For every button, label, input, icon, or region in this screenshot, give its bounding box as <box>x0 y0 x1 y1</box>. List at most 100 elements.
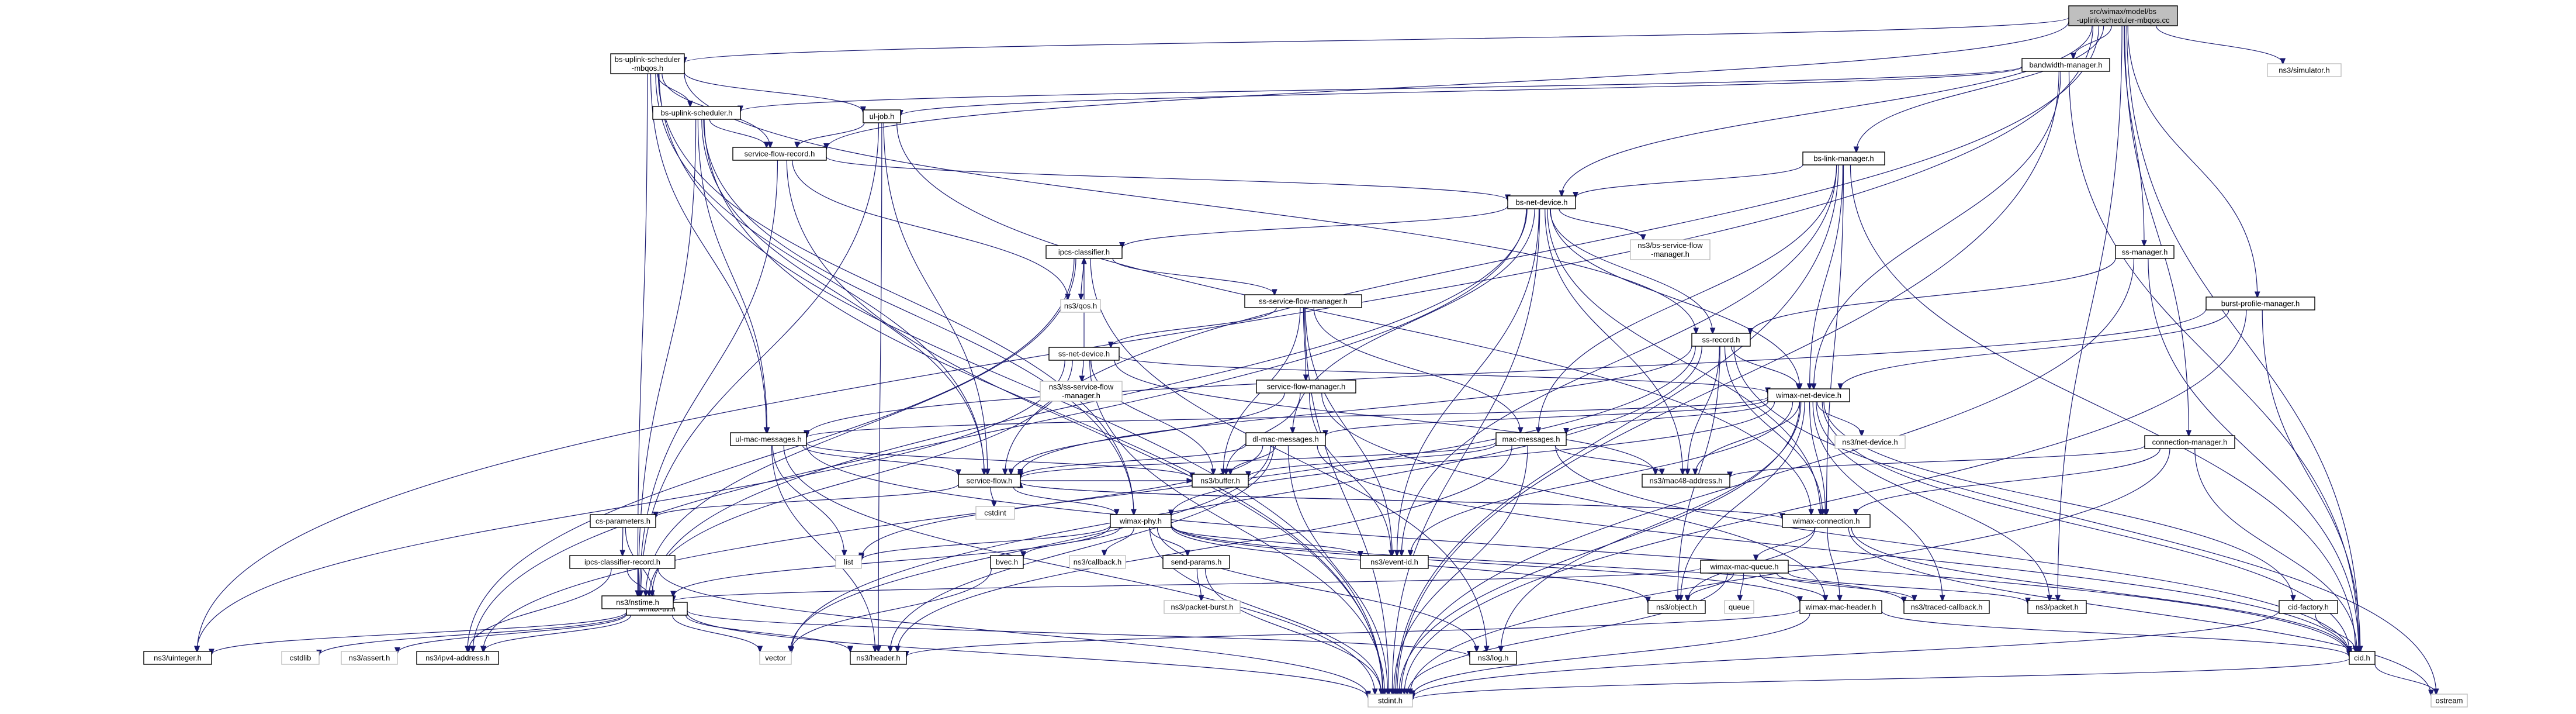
node-box <box>2430 694 2468 708</box>
node-label: ss-net-device.h <box>1058 350 1110 358</box>
node-nsipv4[interactable]: ns3/ipv4-address.h <box>416 651 499 665</box>
include-edge-ulmm-to-nshdr <box>771 445 875 651</box>
node-sendp[interactable]: send-params.h <box>1162 555 1230 569</box>
include-edge-wmq-to-nsobj <box>1688 572 1734 601</box>
node-ipcs[interactable]: ipcs-classifier.h <box>1045 245 1123 259</box>
node-nsuint[interactable]: ns3/uinteger.h <box>143 651 212 665</box>
node-nshdr[interactable]: ns3/header.h <box>850 651 907 665</box>
include-edge-dlmm-to-stdint <box>1287 445 1387 694</box>
node-box <box>1069 555 1126 569</box>
node-ulmm[interactable]: ul-mac-messages.h <box>730 432 807 446</box>
node-uljob[interactable]: ul-job.h <box>863 109 901 123</box>
include-edge-ssnd-to-nsuint <box>197 360 1065 651</box>
node-nsnd: ns3/net-device.h <box>1834 435 1906 449</box>
include-edge-sssfm-to-macm <box>1313 307 1521 433</box>
node-bwm[interactable]: bandwidth-manager.h <box>2021 58 2110 72</box>
include-edge-uljob-to-sfr <box>797 122 865 147</box>
node-bsusm[interactable]: bs-uplink-scheduler-mbqos.h <box>610 53 685 74</box>
node-connm[interactable]: connection-manager.h <box>2144 435 2235 449</box>
include-edge-wnd-to-nstcb <box>1812 401 1943 601</box>
node-label: ns3/event-id.h <box>1370 558 1418 567</box>
node-label: wimax-mac-header.h <box>1805 603 1876 612</box>
node-nsmac[interactable]: ns3/mac48-address.h <box>1642 474 1730 488</box>
include-edge-wmq-to-wmh <box>1759 572 1825 601</box>
node-nseid[interactable]: ns3/event-id.h <box>1360 555 1429 569</box>
node-ssnd[interactable]: ss-net-device.h <box>1048 347 1120 361</box>
node-wphy[interactable]: wimax-phy.h <box>1110 514 1172 528</box>
node-wconn[interactable]: wimax-connection.h <box>1782 514 1871 528</box>
node-label: cstdint <box>984 509 1006 518</box>
node-ssrec[interactable]: ss-record.h <box>1691 333 1751 347</box>
node-cidf[interactable]: cid-factory.h <box>2279 600 2338 614</box>
node-nsbuf[interactable]: ns3/buffer.h <box>1192 474 1249 488</box>
include-edge-wtlv-to-nslog <box>687 610 1470 657</box>
include-edge-ssrec-to-vector <box>791 346 1702 653</box>
include-edge-root-to-bsnd <box>1561 25 2093 196</box>
node-bsus[interactable]: bs-uplink-scheduler.h <box>652 106 741 120</box>
include-edge-ssrec-to-ostream <box>1733 346 2436 694</box>
node-box <box>2267 63 2342 77</box>
node-box <box>1162 555 1230 569</box>
node-wmh[interactable]: wimax-mac-header.h <box>1799 600 1882 614</box>
node-label: cid.h <box>2354 654 2370 663</box>
include-edge-connm-to-nsmac <box>1730 445 2145 477</box>
node-ssman[interactable]: ss-manager.h <box>2115 245 2175 259</box>
node-box <box>2021 58 2110 72</box>
include-edge-bsnd-to-nsbssfm <box>1559 208 1643 240</box>
node-box <box>2279 600 2338 614</box>
node-label: ns3/traced-callback.h <box>1911 603 1983 612</box>
include-edge-connm-to-wconn <box>1856 448 2160 515</box>
include-edge-sfm-to-wmh <box>1321 392 1826 601</box>
node-icr[interactable]: ipcs-classifier-record.h <box>569 555 676 569</box>
node-nspkt[interactable]: ns3/packet.h <box>2027 600 2087 614</box>
node-sssfm[interactable]: ss-service-flow-manager.h <box>1244 294 1362 308</box>
node-sim: ns3/simulator.h <box>2267 63 2342 77</box>
node-bpm[interactable]: burst-profile-manager.h <box>2205 296 2315 311</box>
include-edge-bsusm-to-nsnt <box>638 73 648 596</box>
node-label: ipcs-classifier-record.h <box>584 558 660 567</box>
include-edge-wmh-to-stdint <box>1412 613 1810 696</box>
node-macm[interactable]: mac-messages.h <box>1495 432 1567 446</box>
node-cid[interactable]: cid.h <box>2349 651 2376 665</box>
node-label: queue <box>1729 603 1750 612</box>
include-edge-wmq-to-nspkt <box>1788 572 2028 603</box>
node-label: bvec.h <box>996 558 1018 567</box>
include-edge-bsus-to-ulmm <box>697 119 767 433</box>
node-dlmm[interactable]: dl-mac-messages.h <box>1245 432 1326 446</box>
node-label: ns3/net-device.h <box>1842 438 1898 447</box>
node-box <box>1507 195 1576 209</box>
include-edge-dlmm-to-cid <box>1317 445 2349 656</box>
include-edge-wnd-to-cidf <box>1823 401 2293 601</box>
node-csp[interactable]: cs-parameters.h <box>590 514 656 528</box>
include-edge-bslm-to-cid <box>1850 164 2355 651</box>
node-label: cstdlib <box>290 654 311 663</box>
node-nslog[interactable]: ns3/log.h <box>1469 651 1517 665</box>
include-edge-ipcs-to-nsnt <box>646 258 1076 596</box>
node-sfr[interactable]: service-flow-record.h <box>732 147 827 161</box>
include-edge-root-to-bsusm <box>684 17 2069 63</box>
node-nsobj[interactable]: ns3/object.h <box>1647 600 1706 614</box>
node-bsnd[interactable]: bs-net-device.h <box>1507 195 1576 209</box>
node-cstdlib: cstdlib <box>281 651 320 665</box>
node-nstcb[interactable]: ns3/traced-callback.h <box>1903 600 1990 614</box>
node-box <box>1799 600 1882 614</box>
node-sfm[interactable]: service-flow-manager.h <box>1256 380 1356 394</box>
include-edge-root-to-sfr <box>826 21 2069 149</box>
node-queue: queue <box>1724 600 1754 614</box>
include-edge-ipcs-to-sssfm <box>1112 258 1275 295</box>
node-bslm[interactable]: bs-link-manager.h <box>1802 151 1885 165</box>
include-edge-wmq-to-nstcb <box>1776 572 1914 601</box>
include-edge-ssrec-to-nsmac <box>1688 346 1720 474</box>
include-edge-dlmm-to-nshdr <box>891 445 1275 651</box>
node-box <box>569 555 676 569</box>
node-sf[interactable]: service-flow.h <box>958 474 1021 488</box>
include-edge-wtlv-to-nshdr <box>685 615 850 651</box>
node-root[interactable]: src/wimax/model/bs-uplink-scheduler-mbqo… <box>2068 5 2178 26</box>
include-edge-ssman-to-ssrec <box>1750 258 2116 333</box>
node-wmq[interactable]: wimax-mac-queue.h <box>1700 560 1789 574</box>
node-stdint: stdint.h <box>1367 694 1413 708</box>
node-box <box>590 514 656 528</box>
node-wnd[interactable]: wimax-net-device.h <box>1767 388 1850 402</box>
node-bvec[interactable]: bvec.h <box>990 555 1024 569</box>
node-nsnt[interactable]: ns3/nstime.h <box>601 595 674 609</box>
